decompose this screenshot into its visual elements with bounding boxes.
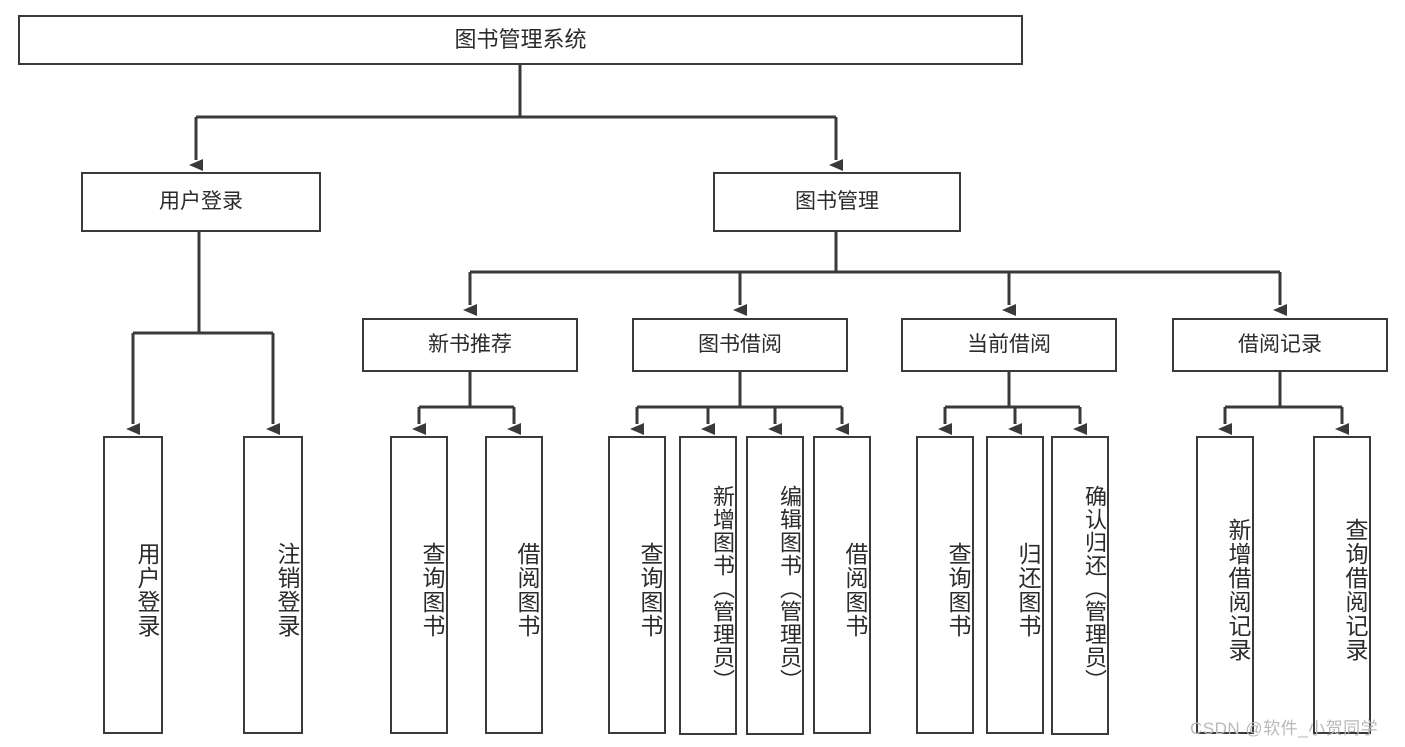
node-user-login[interactable]: 用户登录 xyxy=(81,172,321,232)
leaf-recommend-borrow-book[interactable]: 借阅图书 xyxy=(485,436,543,734)
node-label: 用户登录 xyxy=(134,542,160,638)
node-label: 用户登录 xyxy=(159,190,243,214)
node-label: 查询图书 xyxy=(945,542,971,638)
node-label: 借阅记录 xyxy=(1238,333,1322,357)
node-label: 编辑图书（管理员） xyxy=(777,485,802,692)
node-label: 图书管理 xyxy=(795,190,879,214)
node-label: 查询图书 xyxy=(637,542,663,638)
node-label: 借阅图书 xyxy=(514,542,540,638)
node-label: 当前借阅 xyxy=(967,333,1051,357)
node-label: 归还图书 xyxy=(1015,542,1041,638)
leaf-record-query-record[interactable]: 查询借阅记录 xyxy=(1313,436,1371,734)
node-label: 确认归还（管理员） xyxy=(1082,485,1107,692)
leaf-user-login-logout[interactable]: 注销登录 xyxy=(243,436,303,734)
node-book-management[interactable]: 图书管理 xyxy=(713,172,961,232)
node-label: 查询借阅记录 xyxy=(1342,518,1368,662)
leaf-borrow-query-book[interactable]: 查询图书 xyxy=(608,436,666,734)
leaf-borrow-borrow-book[interactable]: 借阅图书 xyxy=(813,436,871,734)
leaf-current-return-book[interactable]: 归还图书 xyxy=(986,436,1044,734)
leaf-user-login-login[interactable]: 用户登录 xyxy=(103,436,163,734)
node-label: 新增图书（管理员） xyxy=(710,485,735,692)
node-new-book-recommend[interactable]: 新书推荐 xyxy=(362,318,578,372)
leaf-recommend-query-book[interactable]: 查询图书 xyxy=(390,436,448,734)
node-borrow-record[interactable]: 借阅记录 xyxy=(1172,318,1388,372)
leaf-borrow-add-book-admin[interactable]: 新增图书（管理员） xyxy=(679,436,737,735)
node-label: 注销登录 xyxy=(274,542,300,638)
node-root-system[interactable]: 图书管理系统 xyxy=(18,15,1023,65)
node-current-borrow[interactable]: 当前借阅 xyxy=(901,318,1117,372)
node-label: 新增借阅记录 xyxy=(1225,518,1251,662)
leaf-borrow-edit-book-admin[interactable]: 编辑图书（管理员） xyxy=(746,436,804,735)
leaf-current-query-book[interactable]: 查询图书 xyxy=(916,436,974,734)
node-label: 图书借阅 xyxy=(698,333,782,357)
node-label: 图书管理系统 xyxy=(454,26,587,52)
node-label: 查询图书 xyxy=(419,542,445,638)
node-label: 新书推荐 xyxy=(428,333,512,357)
node-label: 借阅图书 xyxy=(842,542,868,638)
leaf-record-add-record[interactable]: 新增借阅记录 xyxy=(1196,436,1254,734)
leaf-current-confirm-return-admin[interactable]: 确认归还（管理员） xyxy=(1051,436,1109,735)
csdn-watermark: CSDN @软件_小贺同学 xyxy=(1190,719,1379,738)
node-book-borrow[interactable]: 图书借阅 xyxy=(632,318,848,372)
